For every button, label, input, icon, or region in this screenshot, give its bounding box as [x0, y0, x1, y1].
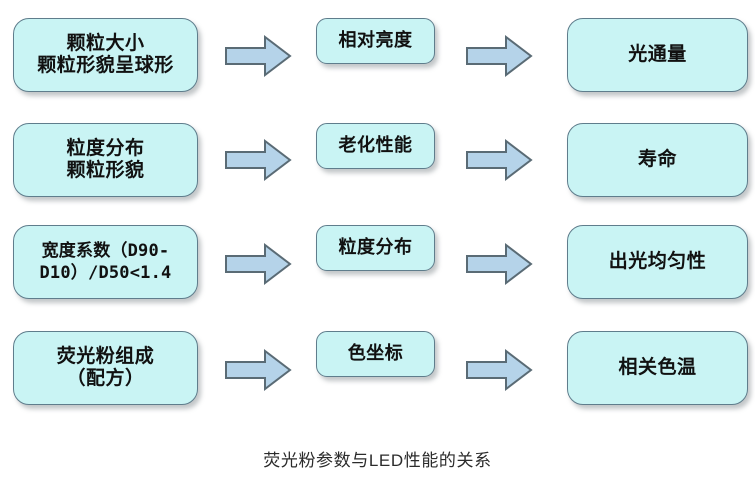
performance-node[interactable]: 寿命	[567, 123, 748, 197]
performance-node-label: 寿命	[637, 148, 677, 170]
flow-row: 宽度系数（D90- D10）/D50<1.4 粒度分布 出光均匀性	[0, 225, 755, 305]
right-block-arrow-icon	[224, 243, 292, 285]
property-node-label: 老化性能	[338, 135, 413, 156]
right-block-arrow-icon	[224, 35, 292, 77]
performance-node-label: 光通量	[628, 43, 687, 65]
right-block-arrow-icon	[224, 139, 292, 181]
property-node-label: 相对亮度	[338, 30, 413, 51]
property-node[interactable]: 粒度分布	[316, 225, 435, 271]
property-node-label: 粒度分布	[338, 237, 413, 258]
parameter-node-label: 颗粒大小 颗粒形貌呈球形	[37, 32, 174, 76]
right-block-arrow-icon	[224, 349, 292, 391]
flow-row: 荧光粉组成 （配方） 色坐标 相关色温	[0, 331, 755, 411]
right-block-arrow-icon	[465, 243, 533, 285]
parameter-node[interactable]: 粒度分布 颗粒形貌	[13, 123, 198, 197]
right-block-arrow-icon	[465, 349, 533, 391]
parameter-node[interactable]: 颗粒大小 颗粒形貌呈球形	[13, 18, 198, 92]
performance-node[interactable]: 相关色温	[567, 331, 748, 405]
performance-node-label: 出光均匀性	[608, 250, 707, 272]
right-block-arrow-icon	[465, 139, 533, 181]
property-node[interactable]: 色坐标	[316, 331, 435, 377]
parameter-node[interactable]: 宽度系数（D90- D10）/D50<1.4	[13, 225, 198, 299]
performance-node[interactable]: 光通量	[567, 18, 748, 92]
property-node-label: 色坐标	[347, 343, 404, 364]
performance-node[interactable]: 出光均匀性	[567, 225, 748, 299]
parameter-node-label: 粒度分布 颗粒形貌	[66, 137, 145, 181]
parameter-node-label: 宽度系数（D90- D10）/D50<1.4	[39, 240, 172, 283]
property-node[interactable]: 老化性能	[316, 123, 435, 169]
right-block-arrow-icon	[465, 35, 533, 77]
parameter-node-label: 荧光粉组成 （配方）	[56, 345, 155, 389]
performance-node-label: 相关色温	[618, 356, 697, 378]
property-node[interactable]: 相对亮度	[316, 18, 435, 64]
flow-row: 颗粒大小 颗粒形貌呈球形 相对亮度 光通量	[0, 18, 755, 98]
parameter-node[interactable]: 荧光粉组成 （配方）	[13, 331, 198, 405]
flow-row: 粒度分布 颗粒形貌 老化性能 寿命	[0, 123, 755, 203]
figure-caption: 荧光粉参数与LED性能的关系	[263, 451, 492, 470]
